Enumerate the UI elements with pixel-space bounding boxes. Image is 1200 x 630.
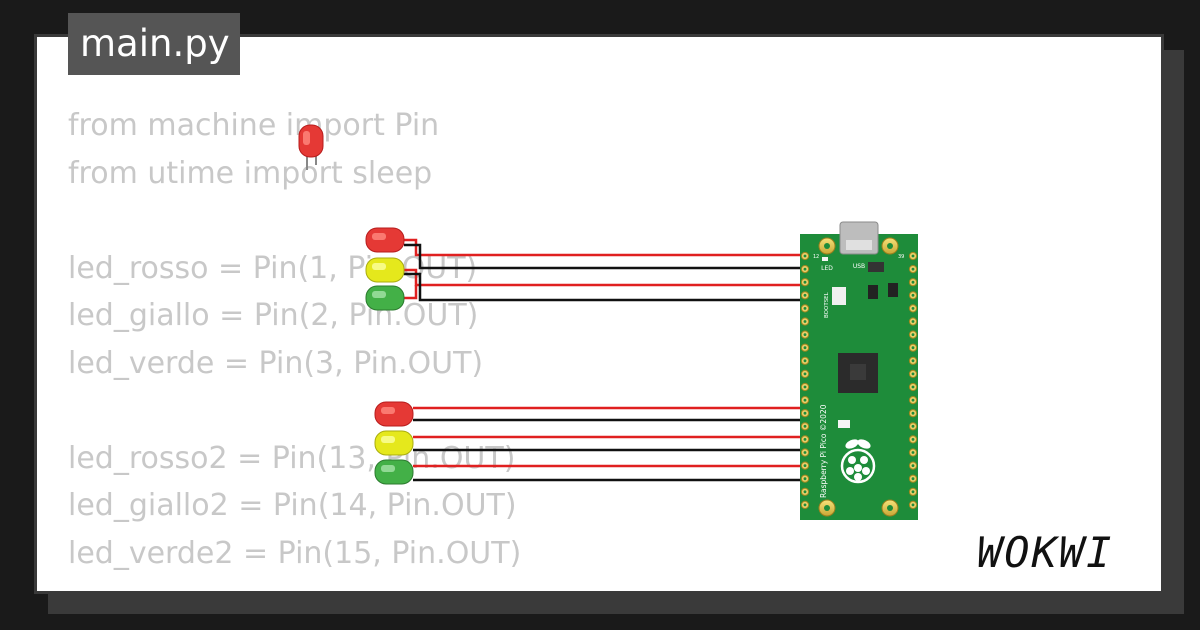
header-pin-hole (911, 254, 915, 258)
header-pin-hole (803, 307, 807, 310)
code-line: led_giallo2 = Pin(14, Pin.OUT) (68, 488, 517, 523)
code-line: from utime import sleep (68, 155, 433, 191)
wokwi-logo: WOKWI (977, 528, 1113, 577)
header-pin-hole (911, 280, 915, 284)
header-pin-hole (911, 346, 915, 350)
header-pin-hole (911, 503, 915, 507)
header-pin-hole (911, 477, 915, 481)
header-pin-hole (911, 385, 915, 389)
header-pin-hole (911, 464, 915, 467)
led-yellow-top[interactable] (365, 257, 405, 283)
header-pin-hole (911, 333, 915, 336)
wokwi-logo-text: WOKWI (977, 528, 1113, 577)
header-pin-hole (803, 359, 807, 363)
header-pin-hole (803, 398, 807, 402)
header-pin-hole (803, 333, 807, 336)
header-pin-hole (803, 346, 807, 350)
pin-39-label: 39 (898, 254, 904, 260)
header-pin-hole (911, 451, 915, 454)
header-pin-hole (803, 320, 807, 323)
header-pin-hole (911, 267, 915, 271)
led-green-bottom[interactable] (374, 459, 414, 485)
header-pin-hole (911, 424, 915, 428)
code-line: led_giallo = Pin(2, Pin.OUT) (68, 298, 479, 333)
header-pin-hole (803, 267, 807, 271)
header-pin-hole (803, 280, 807, 284)
header-pin-hole (803, 254, 807, 258)
file-tab-main-py[interactable]: main.py (68, 13, 240, 75)
led-group-bottom (374, 401, 814, 520)
header-pin-hole (911, 307, 915, 310)
header-pin-hole (803, 490, 807, 494)
pin-header-left (800, 251, 810, 509)
header-pin-hole (803, 477, 807, 481)
pin-2-label: 2 (816, 254, 819, 260)
raspberry-pi-pico-board[interactable]: LED USB 1 2 39 BOOTSEL Raspberry Pi Pico… (800, 221, 918, 520)
code-line: led_verde2 = Pin(15, Pin.OUT) (68, 535, 522, 571)
header-pin-hole (911, 490, 915, 494)
bootsel-silkscreen: BOOTSEL (824, 291, 830, 318)
header-pin-hole (803, 424, 807, 428)
header-pin-hole (803, 438, 807, 441)
header-pin-hole (911, 359, 915, 363)
header-pin-hole (911, 438, 915, 441)
header-pin-hole (803, 385, 807, 389)
raspberry-logo-icon (840, 439, 876, 484)
usb-silkscreen: USB (853, 263, 865, 270)
header-pin-hole (803, 293, 807, 297)
header-pin-hole (803, 411, 807, 415)
code-line: led_verde = Pin(3, Pin.OUT) (68, 345, 484, 381)
pin-1-label: 1 (813, 254, 816, 260)
header-pin-hole (803, 503, 807, 507)
bootsel-button[interactable] (832, 287, 846, 305)
led-red-bottom[interactable] (374, 401, 414, 427)
header-pin-hole (911, 293, 915, 297)
header-pin-hole (911, 372, 915, 376)
led-silkscreen: LED (821, 265, 833, 272)
led-yellow-bottom[interactable] (374, 430, 414, 456)
led-group-top (365, 227, 814, 311)
project-card (34, 34, 1164, 594)
header-pin-hole (803, 372, 807, 376)
board-silkscreen-name: Raspberry Pi Pico ©2020 (819, 404, 828, 498)
led-green-top[interactable] (365, 285, 405, 311)
header-pin-hole (911, 411, 915, 415)
loose-red-led[interactable] (298, 124, 324, 170)
header-pin-hole (803, 464, 807, 467)
header-pin-hole (911, 320, 915, 323)
led-red-top[interactable] (365, 227, 405, 253)
pin-header-right (908, 251, 918, 509)
header-pin-hole (911, 398, 915, 402)
header-pin-hole (803, 451, 807, 454)
